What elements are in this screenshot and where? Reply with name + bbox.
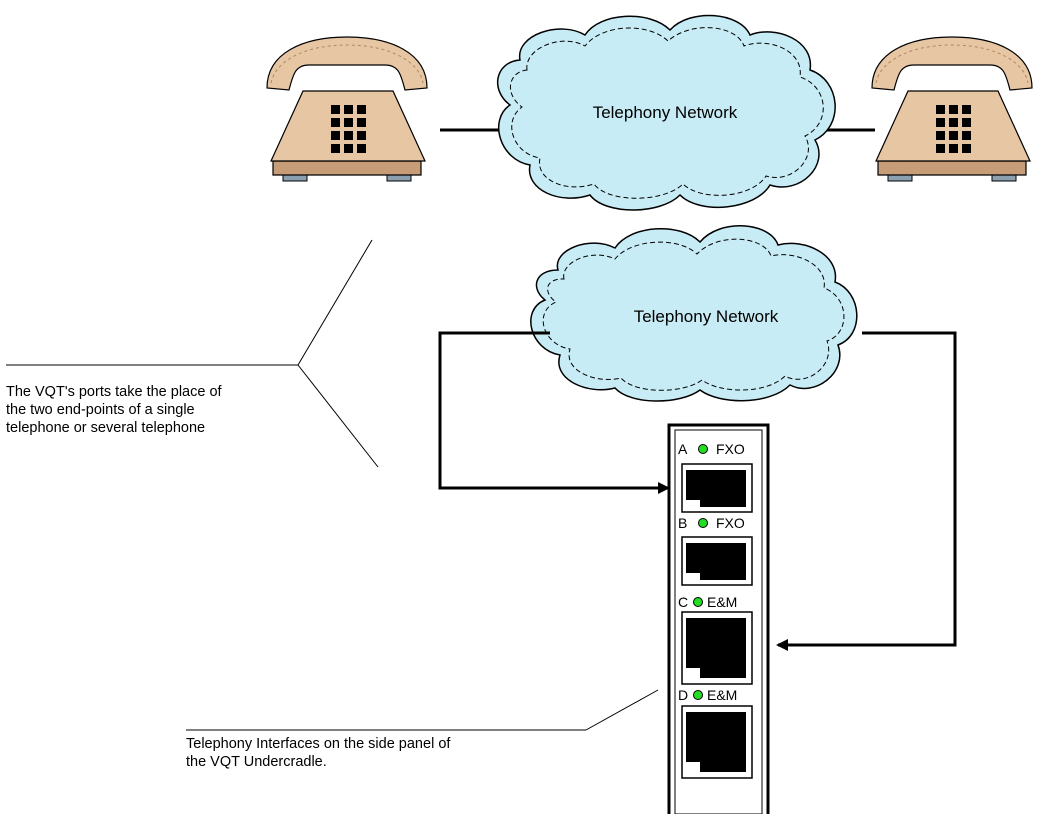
port-c-jack-icon [686, 618, 746, 678]
port-b-letter: B [678, 515, 687, 531]
port-c-led-icon [693, 597, 703, 607]
port-b-jack-icon [686, 543, 746, 580]
top-cloud: Telephony Network [496, 14, 836, 211]
port-a-type: FXO [716, 441, 745, 457]
port-d-letter: D [678, 687, 688, 703]
port-b[interactable]: B FXO [678, 515, 753, 586]
ports-note-leader-lower [297, 364, 379, 468]
port-a-jack-icon [686, 470, 746, 507]
port-c[interactable]: C E&M [678, 594, 753, 685]
port-d-type: E&M [707, 687, 737, 703]
interfaces-annotation: Telephony Interfaces on the side panel o… [186, 735, 450, 771]
port-a[interactable]: A FXO [678, 441, 753, 513]
interfaces-note-leader [585, 689, 659, 731]
interfaces-annotation-line-2: the VQT Undercradle. [186, 754, 327, 770]
vqt-side-panel: A FXO B FXO C E&M D E&M [667, 423, 770, 814]
interfaces-annotation-line-1: Telephony Interfaces on the side panel o… [186, 736, 451, 752]
left-telephone-icon [266, 36, 428, 182]
port-c-connection [776, 331, 957, 651]
ports-annotation-line-2: the two end-points of a single [6, 402, 195, 418]
ports-annotation-line-1: The VQT's ports take the place of [6, 384, 222, 400]
port-a-led-icon [698, 444, 708, 454]
top-cloud-label: Telephony Network [593, 103, 738, 122]
port-d[interactable]: D E&M [678, 687, 753, 779]
middle-cloud: Telephony Network [530, 225, 858, 402]
port-b-led-icon [698, 518, 708, 528]
port-b-type: FXO [716, 515, 745, 531]
port-d-led-icon [693, 690, 703, 700]
ports-annotation-line-3: telephone or several telephone [6, 420, 206, 436]
right-telephone-icon [871, 36, 1033, 182]
port-a-letter: A [678, 441, 688, 457]
ports-annotation: The VQT's ports take the place of the tw… [6, 383, 222, 437]
middle-cloud-label: Telephony Network [634, 307, 779, 326]
port-d-jack-icon [686, 712, 746, 772]
ports-note-leader-upper [297, 239, 373, 366]
port-c-letter: C [678, 594, 688, 610]
port-a-connection [438, 331, 670, 494]
port-c-type: E&M [707, 594, 737, 610]
